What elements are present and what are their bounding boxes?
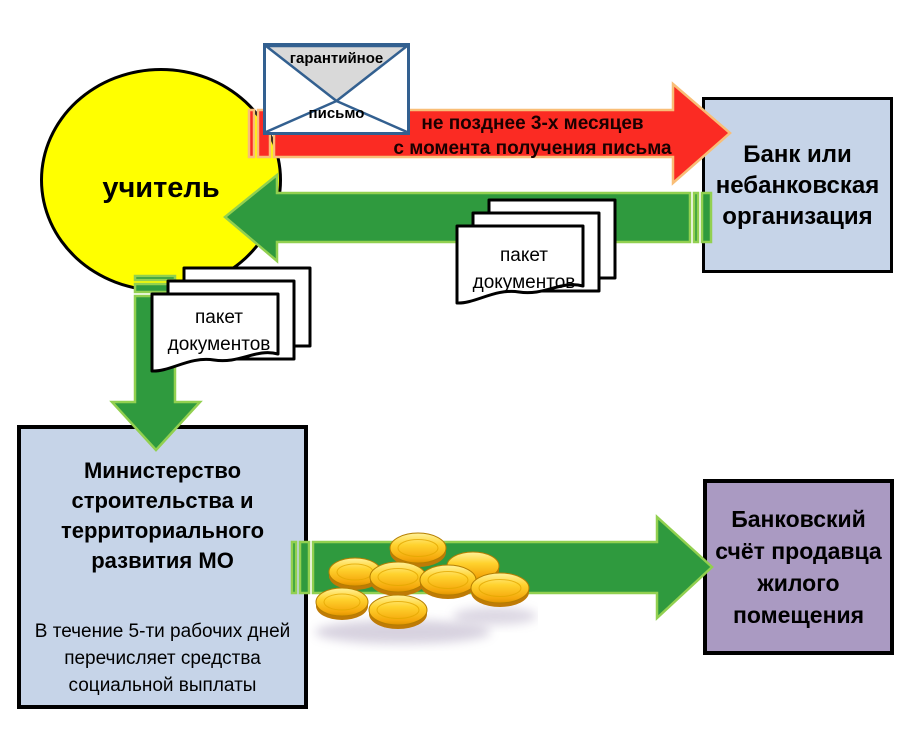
envelope-bottom-label: письмо [308,105,365,122]
teacher-node: учитель [40,68,282,292]
ministry-node: Министерство строительства и территориал… [17,425,308,709]
seller-account-label: Банковский счёт продавца жилого помещени… [715,506,882,628]
ministry-title: Министерство строительства и территориал… [60,458,265,573]
bank-label: Банк или небанковская организация [715,140,880,230]
seller-account-node: Банковский счёт продавца жилого помещени… [703,479,894,655]
documents-icon [150,266,312,373]
teacher-label: учитель [102,171,220,204]
package-to-teacher-label: пакет документов [472,245,576,293]
ministry-note: В течение 5-ти рабочих дней перечисляет … [34,621,291,696]
bank-node: Банк или небанковская организация [702,97,893,273]
documents-icon [455,198,617,305]
package-to-ministry-label: пакет документов [167,307,271,355]
coins-icon [315,532,537,644]
envelope-top-label: гарантийное [289,50,384,67]
deadline-arrow-label: не позднее 3-х месяцев с момента получен… [393,113,672,159]
envelope-icon [263,43,410,135]
